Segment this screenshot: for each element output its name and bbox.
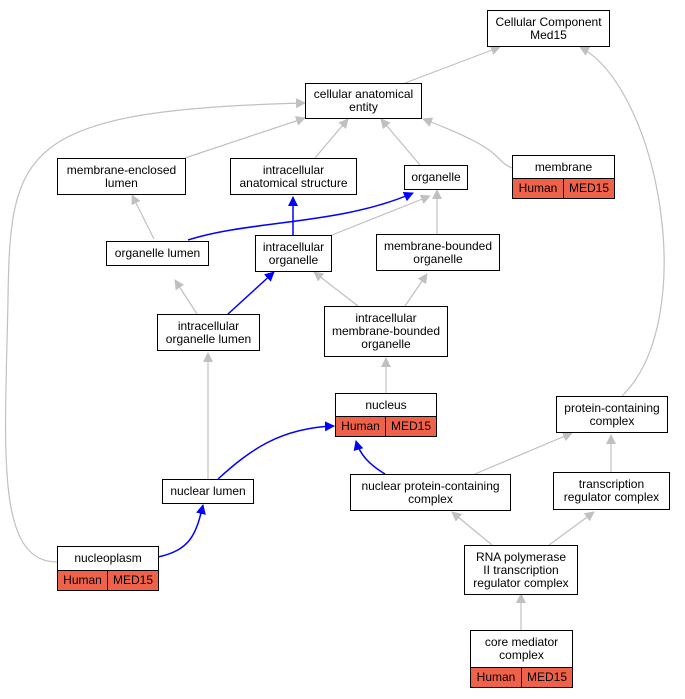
node-cellular-anatomical-entity[interactable]: cellular anatomical entity (305, 83, 422, 119)
edge-mem-cae (422, 117, 513, 169)
node-label: protein-containing complex (564, 400, 660, 428)
node-label: intracellular organelle lumen (165, 318, 252, 346)
gene-cell: MED15 (107, 571, 158, 590)
edge-npcc-pcc (474, 431, 573, 475)
node-nucleoplasm[interactable]: nucleoplasm Human MED15 (57, 546, 159, 591)
node-label: cellular anatomical entity (313, 87, 414, 114)
node-intracellular-anatomical-structure[interactable]: intracellular anatomical structure (230, 158, 357, 195)
edge-nl-nuc (217, 421, 335, 480)
gene-cell: MED15 (563, 179, 614, 198)
edge-rnap-trc (548, 511, 595, 546)
annotation-row: Human MED15 (336, 416, 436, 436)
node-label: core mediator complex (484, 635, 559, 662)
node-label: nuclear protein-containing complex (361, 478, 500, 506)
edge-iol-io (227, 271, 275, 315)
edge-iol-orgl (174, 279, 198, 315)
edge-pcc-root (579, 46, 665, 397)
node-label: transcription regulator complex (563, 477, 660, 504)
node-nuclear-lumen[interactable]: nuclear lumen (162, 479, 254, 504)
node-label: membrane-bounded organelle (383, 238, 493, 266)
edge-ias-cae (314, 118, 349, 159)
gene-cell: MED15 (385, 417, 436, 436)
node-label: intracellular membrane-bounded organelle (331, 311, 441, 351)
node-organelle-lumen[interactable]: organelle lumen (106, 241, 209, 266)
node-core-mediator-complex[interactable]: core mediator complex Human MED15 (470, 630, 573, 688)
annotation-row: Human MED15 (471, 667, 572, 687)
edge-rnap-npcc (451, 511, 493, 546)
node-label: nucleus (365, 397, 407, 412)
gene-cell: MED15 (521, 668, 572, 687)
node-membrane[interactable]: membrane Human MED15 (512, 155, 615, 199)
node-rna-polymerase-ii-transcription-regulator-complex[interactable]: RNA polymerase II transcription regulato… (464, 545, 578, 595)
node-intracellular-membrane-bounded-organelle[interactable]: intracellular membrane-bounded organelle (324, 306, 448, 357)
node-intracellular-organelle[interactable]: intracellular organelle (255, 235, 332, 272)
node-label: membrane (534, 159, 593, 174)
edge-np-nl (157, 504, 206, 558)
node-organelle[interactable]: organelle (404, 165, 468, 190)
node-label: intracellular anatomical structure (239, 162, 348, 190)
species-cell: Human (471, 668, 521, 687)
node-transcription-regulator-complex[interactable]: transcription regulator complex (553, 472, 670, 510)
species-cell: Human (58, 571, 107, 590)
node-protein-containing-complex[interactable]: protein-containing complex (556, 396, 668, 433)
edge-imbo-mbo (404, 273, 428, 307)
node-label: intracellular organelle (262, 239, 325, 267)
blue-edges (157, 192, 414, 558)
node-label: membrane-enclosed lumen (66, 162, 177, 190)
node-intracellular-organelle-lumen[interactable]: intracellular organelle lumen (157, 314, 260, 351)
gray-edges (4, 45, 665, 630)
node-membrane-enclosed-lumen[interactable]: membrane-enclosed lumen (57, 158, 186, 195)
annotation-row: Human MED15 (513, 178, 614, 198)
annotation-row: Human MED15 (58, 570, 158, 590)
species-cell: Human (513, 179, 563, 198)
edge-cae-root (404, 45, 501, 84)
edge-org-cae (380, 118, 421, 166)
edge-orgl-org (187, 192, 414, 241)
species-cell: Human (336, 417, 385, 436)
node-label: nuclear lumen (170, 484, 246, 498)
node-label: nucleoplasm (74, 551, 142, 565)
edge-orgl-mel (131, 194, 155, 240)
node-label: organelle (411, 170, 461, 184)
edge-np-cae (4, 98, 306, 563)
node-membrane-bounded-organelle[interactable]: membrane-bounded organelle (376, 234, 500, 271)
node-cellular-component-med15[interactable]: Cellular Component Med15 (487, 10, 610, 47)
node-label: Cellular Component Med15 (495, 14, 602, 42)
edge-imbo-io (313, 271, 359, 307)
node-nuclear-protein-containing-complex[interactable]: nuclear protein-containing complex (350, 474, 511, 511)
node-label: RNA polymerase II transcription regulato… (473, 549, 569, 590)
edge-npcc-nuc (353, 440, 386, 475)
edge-mel-cae (184, 116, 306, 159)
edge-io-org (326, 194, 431, 238)
node-nucleus[interactable]: nucleus Human MED15 (335, 393, 437, 437)
node-label: organelle lumen (114, 246, 201, 260)
